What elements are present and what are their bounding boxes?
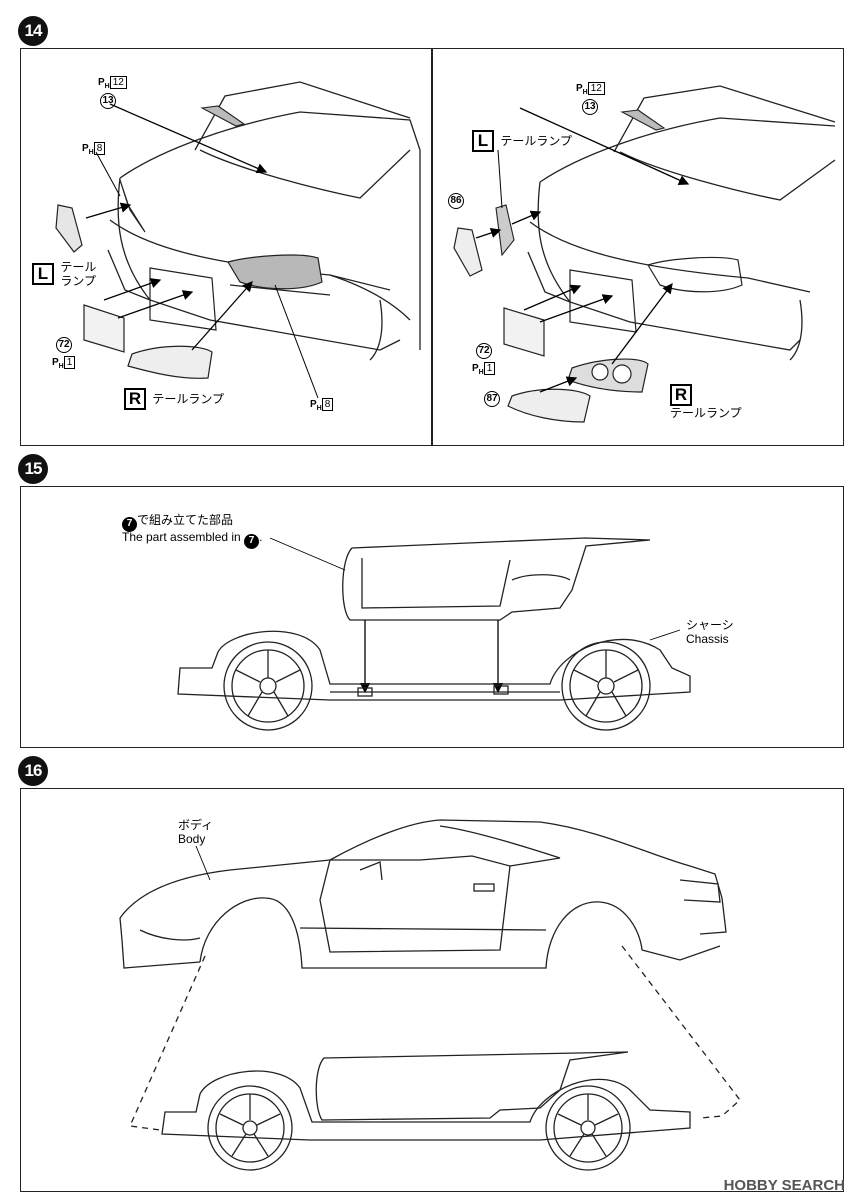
assembled-en-text: The part assembled in — [122, 530, 241, 544]
part-7-badge: 7 — [122, 516, 137, 532]
assembled-en-period: . — [259, 530, 263, 544]
r-letter-box: R — [670, 384, 692, 406]
dashed-guide-front — [129, 955, 206, 1131]
ph-prefix: P — [52, 357, 59, 368]
part-86-label-right: 86 — [448, 192, 464, 209]
step-14-drawing — [55, 81, 836, 423]
l-letter-box: L — [472, 130, 494, 152]
body-en: Body — [178, 832, 206, 846]
front-wheel-15 — [223, 641, 313, 731]
tail-lamp-l-recess-left — [119, 179, 146, 233]
step-14-right-car — [527, 85, 836, 361]
ph-sub: H — [88, 149, 94, 156]
plate-part-right — [503, 307, 545, 357]
l-lamp-text-2: ランプ — [60, 274, 96, 288]
loose-r-lens-right — [507, 388, 591, 423]
ph-num: 8 — [93, 142, 106, 155]
ph-num: 1 — [63, 356, 76, 369]
assembled-jp-text: で組み立てた部品 — [137, 513, 234, 527]
loose-r-lamp-left — [127, 345, 213, 379]
dashed-guide-rear — [621, 945, 741, 1119]
r-lamp-label-left: R テールランプ — [124, 388, 224, 410]
loose-l-lens-right — [453, 227, 483, 277]
hobby-search-watermark: HOBBY SEARCH — [723, 1177, 845, 1194]
l-lamp-text-1: テール — [60, 260, 97, 274]
spoiler-piece-right — [620, 109, 666, 131]
part-number-circle: 72 — [56, 337, 72, 353]
ph-sub: H — [582, 89, 588, 96]
ph-sub: H — [104, 83, 110, 90]
part-87-label-right: 87 — [484, 390, 500, 407]
lamp-base-l-right — [495, 204, 515, 257]
spoiler-piece-left — [200, 105, 246, 127]
chassis-assembly-16 — [161, 1051, 691, 1171]
ph-sub: H — [58, 363, 64, 370]
ph-prefix: P — [310, 399, 317, 410]
chassis-jp: シャーシ — [686, 618, 734, 632]
part-number-circle: 72 — [476, 343, 492, 359]
assembled-part-label-en: The part assembled in 7. — [122, 530, 262, 549]
body-jp: ボディ — [178, 818, 214, 832]
ph-num: 1 — [483, 362, 496, 375]
r-lamp-text: テールランプ — [152, 392, 224, 406]
ph-num: 12 — [109, 76, 127, 89]
ph-prefix: P — [576, 83, 583, 94]
r-letter-box: R — [124, 388, 146, 410]
rear-wheel-15 — [561, 641, 651, 731]
tail-lamp-r-shaded-left — [227, 254, 323, 290]
body-label: ボディ Body — [178, 818, 213, 846]
step-14-badge: 14 — [18, 16, 48, 46]
r-lamp-label-right: R テールランプ — [670, 384, 742, 420]
lamp-base-r-right — [567, 358, 649, 393]
ph-prefix: P — [98, 77, 105, 88]
car-body-16 — [119, 819, 727, 969]
chassis-en: Chassis — [686, 632, 729, 646]
step-16-panel — [20, 788, 844, 1192]
ph-sub: H — [478, 369, 484, 376]
part-7-badge: 7 — [244, 533, 260, 549]
tail-lamp-r-outline-right — [647, 256, 743, 293]
ph-prefix: P — [472, 363, 479, 374]
part-number-circle: 13 — [582, 99, 598, 115]
step-15-badge: 15 — [18, 454, 48, 484]
part-number-circle: 13 — [100, 93, 116, 109]
ph-prefix: P — [82, 143, 89, 154]
interior-tub-15 — [342, 537, 651, 694]
part-13-label-right: 13 — [582, 98, 598, 115]
chassis-label: シャーシ Chassis — [686, 618, 734, 646]
step-16-badge: 16 — [18, 756, 48, 786]
part-72-label-right: 72 — [476, 342, 492, 359]
ph-sub: H — [316, 405, 322, 412]
step-15-panel — [20, 486, 844, 748]
l-lamp-text: テールランプ — [500, 134, 572, 148]
l-lamp-label-left: L テール ランプ — [32, 260, 96, 288]
part-72-label-left: 72 — [56, 336, 72, 353]
plate-part-left — [83, 304, 125, 353]
part-number-circle: 86 — [448, 193, 464, 209]
l-letter-box: L — [32, 263, 54, 285]
part-13-label-left: 13 — [100, 92, 116, 109]
chassis-15 — [177, 630, 691, 701]
part-number-circle: 87 — [484, 391, 500, 407]
step-15-drawing — [177, 537, 691, 731]
loose-l-lamp-left — [55, 204, 83, 253]
ph-num: 12 — [587, 82, 605, 95]
plate-recess-left — [149, 267, 217, 331]
r-lamp-text: テールランプ — [670, 406, 742, 420]
ph-num: 8 — [321, 398, 334, 411]
l-lamp-label-right: L テールランプ — [472, 130, 572, 152]
